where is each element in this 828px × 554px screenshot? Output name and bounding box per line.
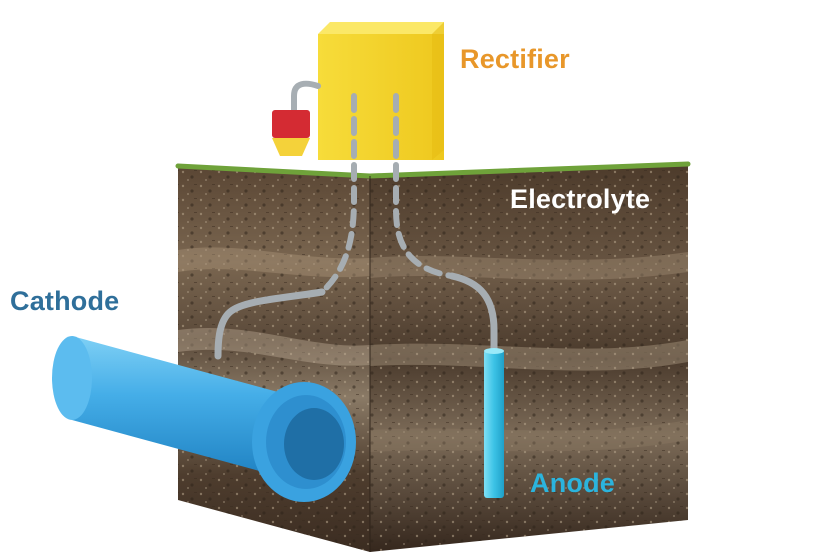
cathode-pipe <box>52 336 356 502</box>
anode-rod <box>484 348 504 498</box>
label-cathode: Cathode <box>10 286 120 316</box>
label-anode: Anode <box>530 468 615 498</box>
label-electrolyte: Electrolyte <box>510 184 651 214</box>
wires <box>214 93 498 360</box>
rectifier-box <box>318 22 444 160</box>
indicator-light <box>272 80 321 156</box>
label-rectifier: Rectifier <box>460 44 570 74</box>
